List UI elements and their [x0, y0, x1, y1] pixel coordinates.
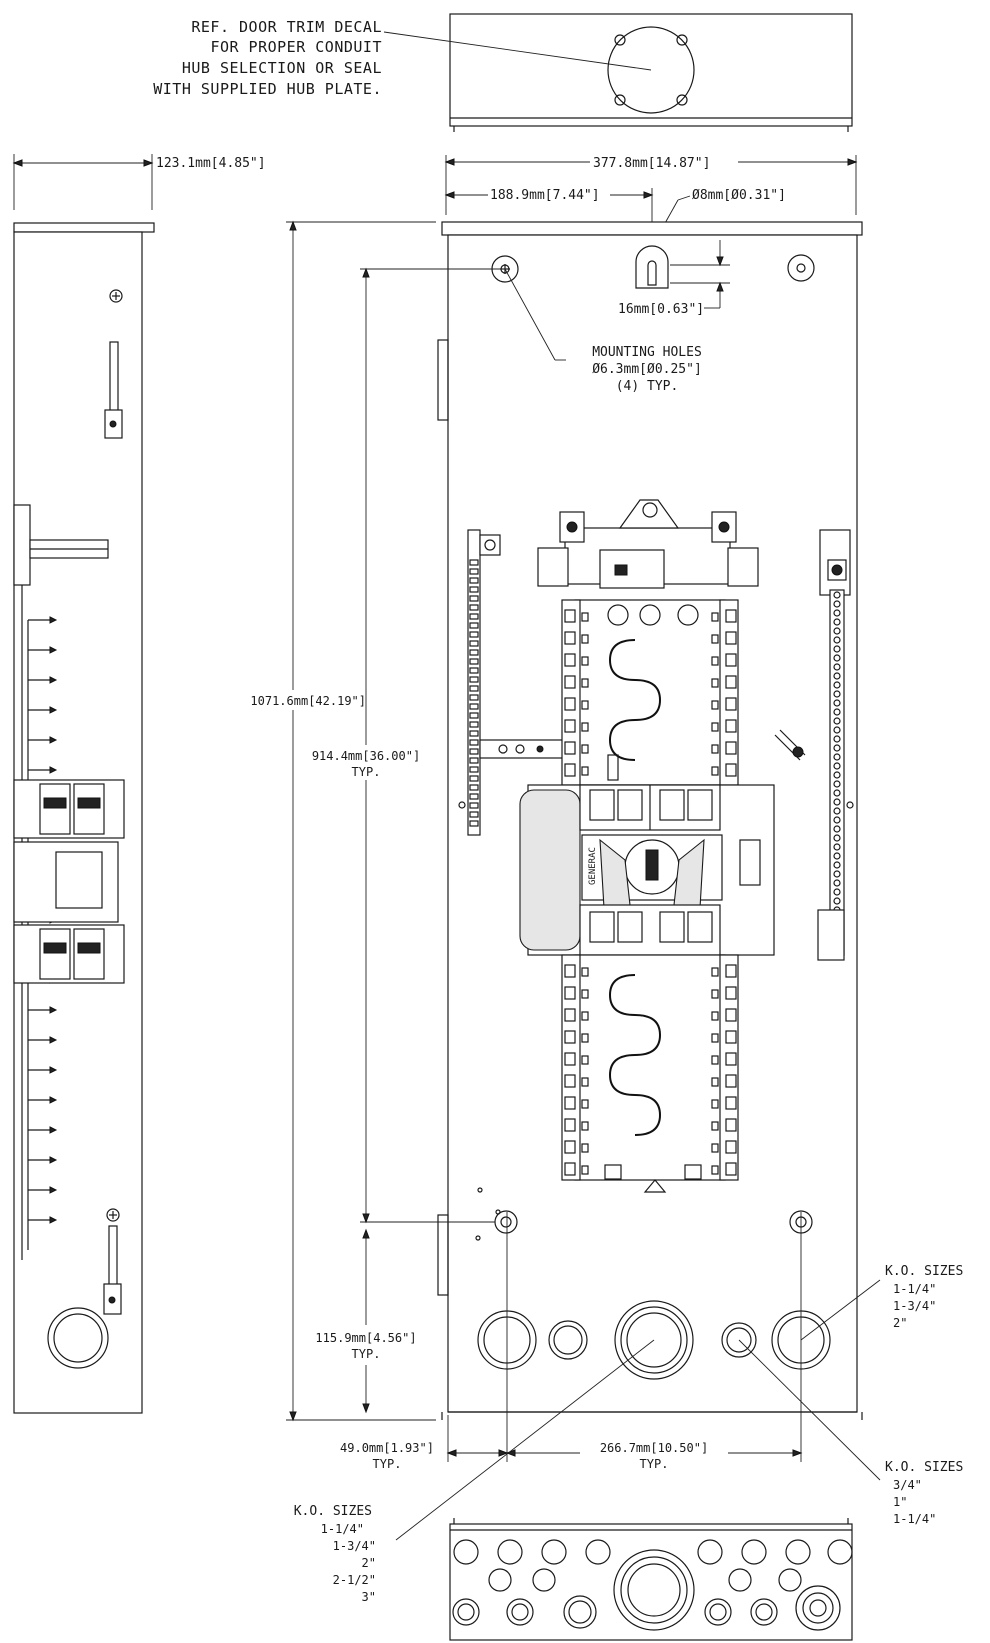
svg-text:1-3/4": 1-3/4" — [333, 1539, 376, 1553]
svg-text:GENERAC: GENERAC — [588, 847, 598, 885]
svg-text:WITH SUPPLIED HUB PLATE.: WITH SUPPLIED HUB PLATE. — [153, 80, 382, 98]
svg-text:TYP.: TYP. — [352, 1347, 381, 1361]
svg-text:2-1/2": 2-1/2" — [333, 1573, 376, 1587]
door-trim-callout: REF. DOOR TRIM DECAL FOR PROPER CONDUIT … — [153, 18, 652, 98]
svg-text:(4) TYP.: (4) TYP. — [616, 379, 679, 394]
svg-text:TYP.: TYP. — [352, 765, 381, 779]
svg-text:1": 1" — [893, 1495, 907, 1509]
svg-text:2": 2" — [362, 1556, 376, 1570]
svg-text:2": 2" — [893, 1316, 907, 1330]
svg-text:1-1/4": 1-1/4" — [321, 1522, 364, 1536]
svg-text:FOR PROPER CONDUIT: FOR PROPER CONDUIT — [210, 38, 382, 56]
svg-text:377.8mm[14.87"]: 377.8mm[14.87"] — [593, 156, 710, 171]
svg-text:49.0mm[1.93"]: 49.0mm[1.93"] — [340, 1441, 434, 1455]
svg-text:K.O. SIZES: K.O. SIZES — [885, 1264, 963, 1279]
top-view — [449, 13, 853, 132]
svg-text:266.7mm[10.50"]: 266.7mm[10.50"] — [600, 1441, 708, 1455]
svg-text:TYP.: TYP. — [373, 1457, 402, 1471]
svg-text:1-1/4": 1-1/4" — [893, 1512, 936, 1526]
svg-text:914.4mm[36.00"]: 914.4mm[36.00"] — [312, 749, 420, 763]
svg-text:1-3/4": 1-3/4" — [893, 1299, 936, 1313]
svg-text:K.O. SIZES: K.O. SIZES — [885, 1460, 963, 1475]
side-view: 123.1mm[4.85"] — [12, 154, 266, 1414]
svg-text:HUB SELECTION OR SEAL: HUB SELECTION OR SEAL — [182, 59, 382, 77]
svg-text:REF. DOOR TRIM DECAL: REF. DOOR TRIM DECAL — [191, 18, 382, 36]
svg-text:3/4": 3/4" — [893, 1478, 922, 1492]
bottom-view — [449, 1518, 853, 1641]
height-dimensions: 1071.6mm[42.19"] 914.4mm[36.00"] TYP. 11… — [250, 220, 803, 1471]
svg-text:115.9mm[4.56"]: 115.9mm[4.56"] — [315, 1331, 416, 1345]
svg-text:188.9mm[7.44"]: 188.9mm[7.44"] — [490, 188, 600, 203]
svg-text:TYP.: TYP. — [640, 1457, 669, 1471]
svg-text:MOUNTING HOLES: MOUNTING HOLES — [592, 345, 702, 360]
svg-text:Ø8mm[Ø0.31"]: Ø8mm[Ø0.31"] — [692, 188, 786, 203]
svg-text:123.1mm[4.85"]: 123.1mm[4.85"] — [156, 156, 266, 171]
svg-text:K.O. SIZES: K.O. SIZES — [294, 1504, 372, 1519]
svg-text:1071.6mm[42.19"]: 1071.6mm[42.19"] — [250, 694, 366, 708]
svg-text:Ø6.3mm[Ø0.25"]: Ø6.3mm[Ø0.25"] — [592, 362, 702, 377]
ko-callouts: K.O. SIZES 1-1/4" 1-3/4" 2" K.O. SIZES 3… — [294, 1264, 964, 1604]
svg-text:1-1/4": 1-1/4" — [893, 1282, 936, 1296]
svg-text:16mm[0.63"]: 16mm[0.63"] — [618, 302, 704, 317]
front-view: 377.8mm[14.87"] 188.9mm[7.44"] Ø8mm[Ø0.3… — [437, 155, 863, 1420]
svg-text:3": 3" — [362, 1590, 376, 1604]
